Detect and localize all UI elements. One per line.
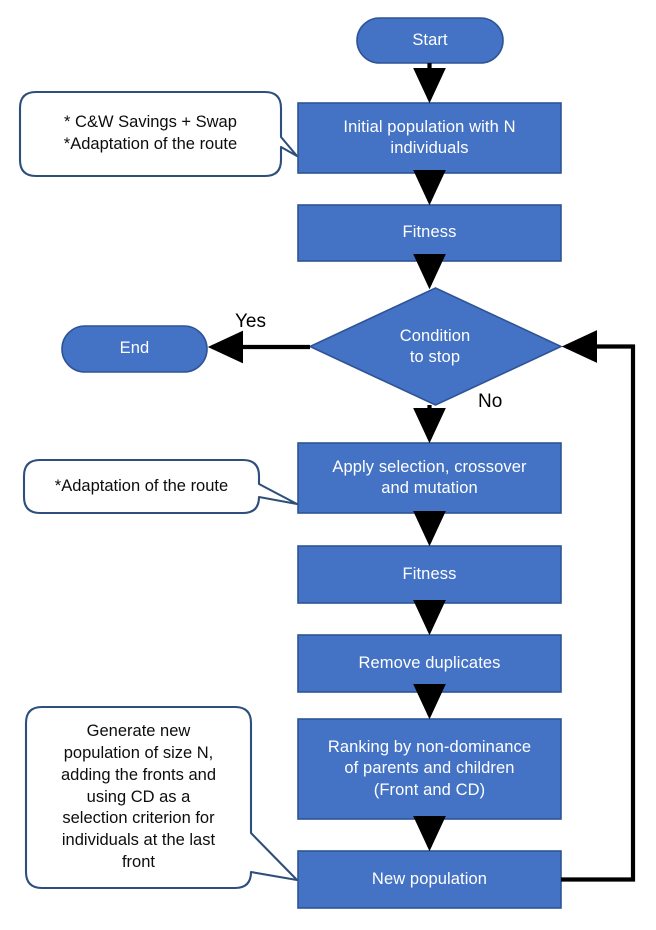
new-population-node-shape[interactable] — [297, 850, 562, 909]
start-node[interactable] — [357, 18, 503, 63]
end-node[interactable] — [62, 326, 207, 372]
condition-node[interactable] — [310, 288, 561, 405]
arrow-feedback-loop — [561, 330, 636, 882]
initial-population-node-shape[interactable] — [297, 102, 562, 174]
apply-operators-node[interactable] — [298, 443, 561, 513]
callout-apply-operators[interactable] — [22, 458, 299, 515]
callout-new-population[interactable] — [24, 705, 299, 890]
new-population-node[interactable] — [298, 851, 561, 908]
end-node-shape[interactable] — [61, 325, 208, 373]
ranking-node-shape[interactable] — [297, 718, 562, 820]
callout-initial-population[interactable] — [18, 90, 299, 178]
condition-node-shape[interactable] — [308, 287, 563, 406]
fitness-2-node-shape[interactable] — [297, 545, 562, 604]
ranking-node[interactable] — [298, 719, 561, 819]
fitness-2-node[interactable] — [298, 546, 561, 603]
remove-duplicates-node[interactable] — [298, 635, 561, 692]
initial-population-node[interactable] — [298, 103, 561, 173]
fitness-1-node[interactable] — [298, 205, 561, 261]
